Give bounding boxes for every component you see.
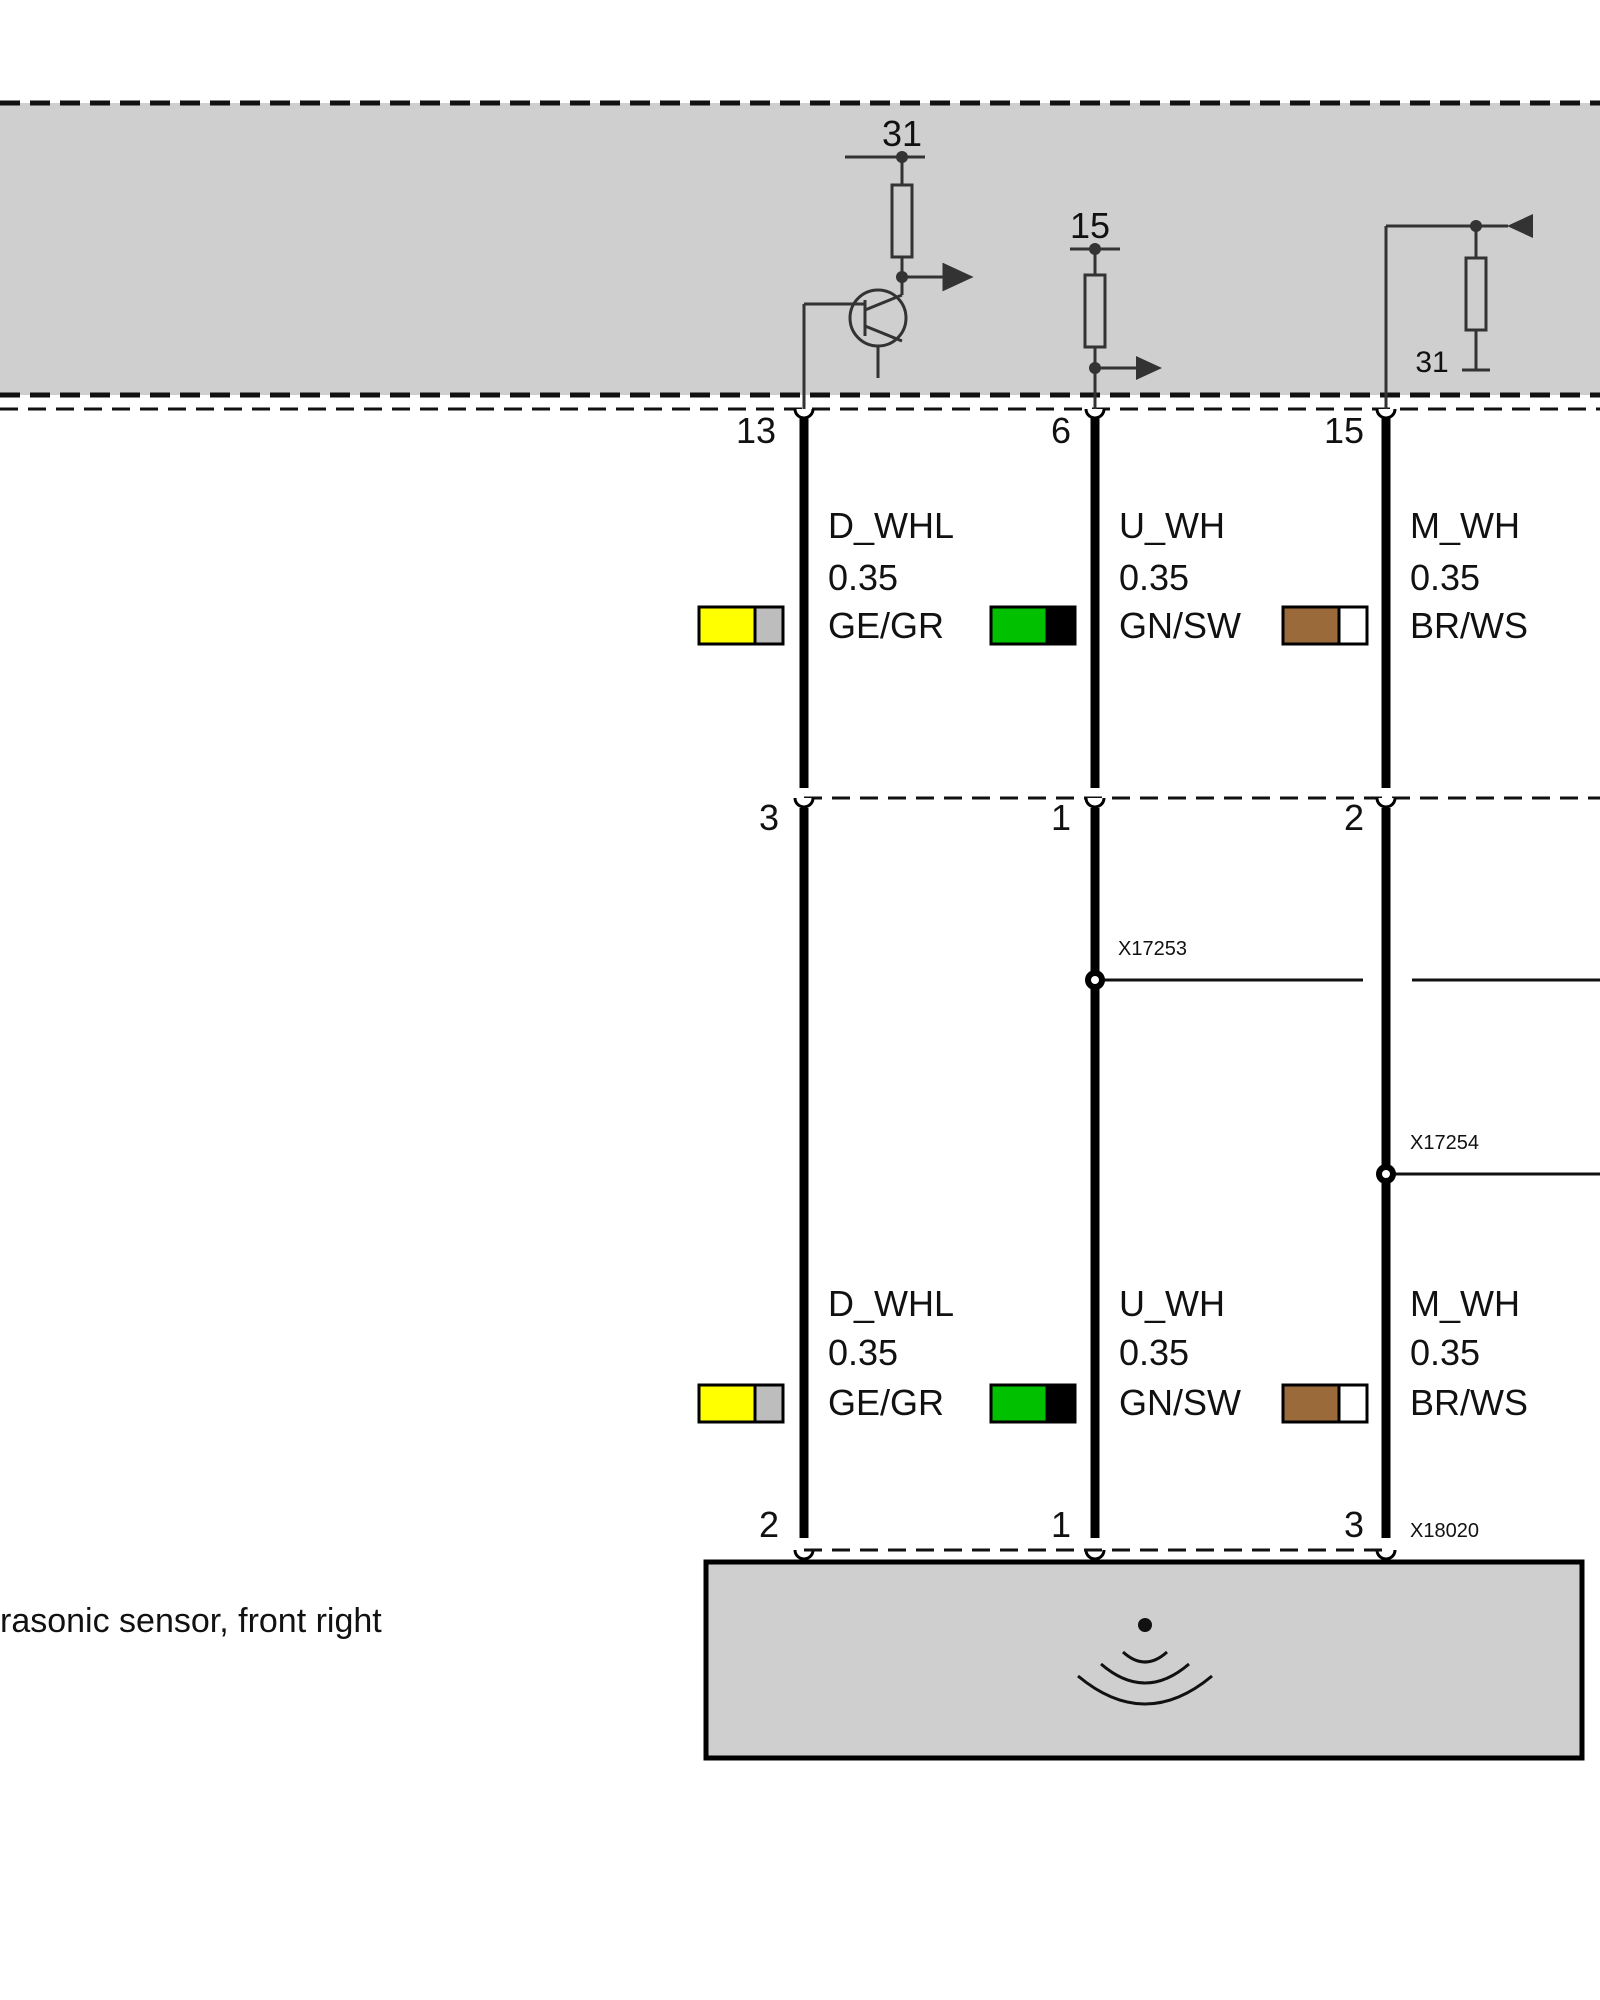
- node-dot: [896, 271, 908, 283]
- wire-color-code: GN/SW: [1119, 605, 1241, 646]
- splice-x17253: X17253: [1085, 938, 1600, 990]
- pin-number: 2: [759, 1504, 779, 1545]
- node-dot: [896, 151, 908, 163]
- splice-label: X17253: [1118, 938, 1187, 960]
- wire-color-code: GE/GR: [828, 1382, 944, 1423]
- wire-signal-name: D_WHL: [828, 1283, 954, 1324]
- pin-number: 15: [1324, 410, 1364, 451]
- wire-cross-section: 0.35: [828, 1332, 898, 1373]
- splice-x17254: X17254: [1376, 1132, 1600, 1184]
- color-swatch: [989, 1383, 1077, 1424]
- wire-cross-section: 0.35: [1410, 1332, 1480, 1373]
- ultrasonic-sensor-body: [703, 1559, 1585, 1761]
- pin-number: 13: [736, 410, 776, 451]
- node-dot: [1089, 243, 1101, 255]
- signal-input-arrow-icon: [1507, 214, 1533, 238]
- wire-signal-name: M_WH: [1410, 505, 1520, 546]
- signal-arrow-icon: [942, 262, 974, 292]
- control-module-body: [0, 103, 1600, 395]
- wire-signal-name: M_WH: [1410, 1283, 1520, 1324]
- wire-cross-section: 0.35: [828, 557, 898, 598]
- pin-number: 3: [1344, 1504, 1364, 1545]
- wire-cross-section: 0.35: [1119, 1332, 1189, 1373]
- color-swatch: [697, 605, 785, 646]
- wire-color-code: BR/WS: [1410, 1382, 1528, 1423]
- sensor-description: rasonic sensor, front right: [0, 1602, 382, 1640]
- wire-signal-name: U_WH: [1119, 505, 1225, 546]
- supply-label-left: 31: [882, 113, 922, 154]
- wire-signal-name: D_WHL: [828, 505, 954, 546]
- wire-cross-section: 0.35: [1119, 557, 1189, 598]
- wire-color-code: BR/WS: [1410, 605, 1528, 646]
- node-dot: [1470, 220, 1482, 232]
- signal-arrow-icon: [1136, 356, 1162, 380]
- splice-label: X17254: [1410, 1132, 1479, 1154]
- connector-label: X18020: [1410, 1520, 1479, 1542]
- color-swatch: [697, 1383, 785, 1424]
- wire-color-code: GE/GR: [828, 605, 944, 646]
- pin-number: 6: [1051, 410, 1071, 451]
- color-swatch: [1281, 605, 1369, 646]
- pin-markers: [793, 408, 1397, 1561]
- ultrasonic-wave-icon: [1077, 1618, 1213, 1706]
- pin-number: 1: [1051, 1504, 1071, 1545]
- color-swatch: [1281, 1383, 1369, 1424]
- pin-number: 3: [759, 797, 779, 838]
- transistor-output-stage: [802, 155, 974, 409]
- control-module: [0, 100, 1600, 398]
- pin-number: 2: [1344, 797, 1364, 838]
- pulldown-stage-right: [1384, 224, 1508, 409]
- color-swatch: [989, 605, 1077, 646]
- pin-number: 1: [1051, 797, 1071, 838]
- ground-label-right: 31: [1415, 346, 1448, 379]
- wire-signal-name: U_WH: [1119, 1283, 1225, 1324]
- wire-color-code: GN/SW: [1119, 1382, 1241, 1423]
- node-dot: [1089, 362, 1101, 374]
- wire-cross-section: 0.35: [1410, 557, 1480, 598]
- supply-label-middle: 15: [1070, 205, 1110, 246]
